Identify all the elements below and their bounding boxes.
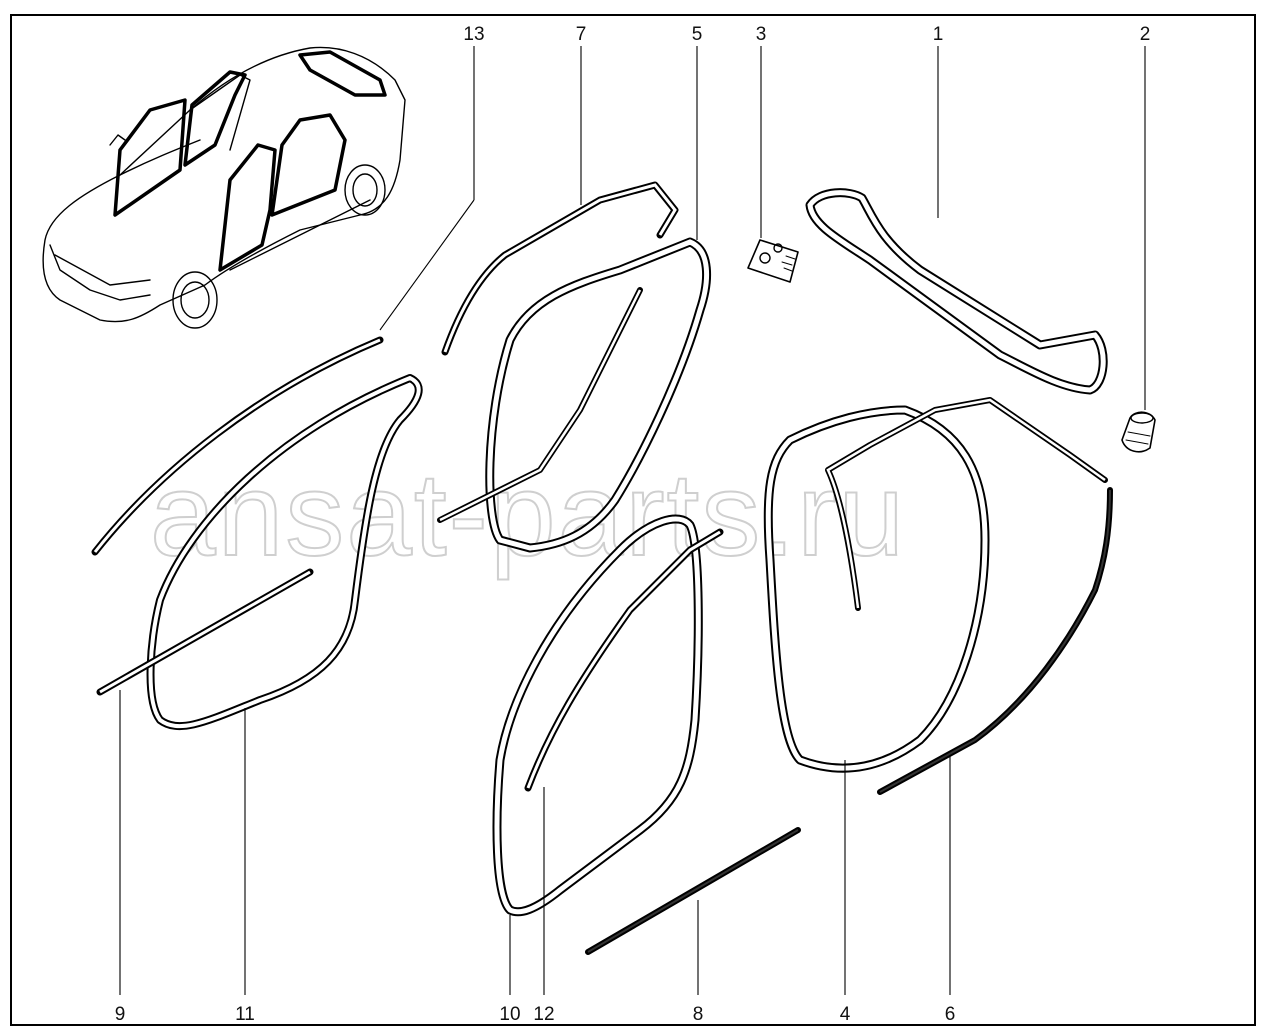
car-thumbnail <box>42 46 406 329</box>
part-13-strip <box>91 336 384 556</box>
part-8-strip <box>585 827 801 955</box>
part-10-seal <box>492 514 703 917</box>
callout-9: 9 <box>115 1004 126 1025</box>
part-2-plug <box>1121 411 1156 453</box>
callout-10: 10 <box>499 1004 520 1025</box>
callout-1: 1 <box>933 24 944 45</box>
callout-13: 13 <box>463 24 484 45</box>
callout-7: 7 <box>576 24 587 45</box>
part-6-strip <box>877 487 1113 795</box>
callout-12: 12 <box>533 1004 554 1025</box>
part-11-seal <box>146 374 423 731</box>
callout-8: 8 <box>693 1004 704 1025</box>
callout-3: 3 <box>756 24 767 45</box>
part-4-seal <box>763 397 1108 773</box>
callout-6: 6 <box>945 1004 956 1025</box>
part-9-strip <box>96 568 314 696</box>
part-5-seal <box>437 237 712 553</box>
leader-lines <box>119 46 1146 995</box>
part-3-clip <box>747 239 799 283</box>
callout-11: 11 <box>235 1004 255 1025</box>
callout-4: 4 <box>840 1004 851 1025</box>
part-1-seal <box>805 188 1108 395</box>
callout-2: 2 <box>1140 24 1151 45</box>
callout-5: 5 <box>692 24 703 45</box>
callout-labels: 13 7 5 3 1 2 9 11 10 12 8 4 6 <box>115 24 1151 1025</box>
diagram-frame <box>10 14 1256 1026</box>
part-12-strip <box>524 528 724 792</box>
watermark-text: ansat-parts.ru <box>150 449 906 581</box>
part-7-seal <box>441 181 679 356</box>
